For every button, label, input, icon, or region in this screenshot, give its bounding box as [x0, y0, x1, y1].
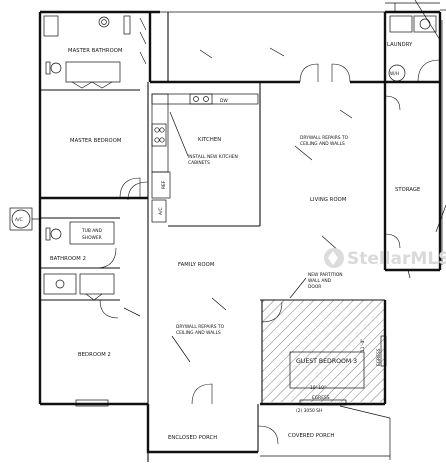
label-storage: STORAGE: [395, 187, 420, 193]
top-structure: [160, 0, 446, 265]
note-drywall-living-line1: DRYWALL REPAIRS TO: [300, 135, 349, 141]
label-covered-porch: COVERED PORCH: [288, 433, 334, 439]
label-tub-line1: TUB AND: [81, 228, 103, 234]
label-enclosed-porch: ENCLOSED PORCH: [168, 435, 217, 441]
bedroom-2: BEDROOM 2: [75, 352, 111, 407]
partition-note: NEW PARTITION WALL AND DOOR: [289, 272, 343, 299]
exterior-walls: [38, 10, 442, 406]
note-drywall-family-line1: DRYWALL REPAIRS TO: [176, 324, 225, 330]
bathroom-2: TUB AND SHOWER BATHROOM 2: [40, 217, 120, 319]
label-bathroom-2: BATHROOM 2: [50, 256, 86, 262]
label-living-room: LIVING ROOM: [310, 197, 346, 203]
label-laundry: LAUNDRY: [387, 42, 413, 48]
label-master-bedroom: MASTER BEDROOM: [70, 138, 122, 144]
label-family-room: FAMILY ROOM: [178, 262, 214, 268]
watermark-logo-icon: [324, 248, 344, 268]
ac-unit: A/C: [9, 207, 40, 231]
porches: ENCLOSED PORCH COVERED PORCH: [146, 404, 391, 462]
note-egress-bottom: EGRESS: [312, 395, 330, 401]
laundry: W/H LAUNDRY: [387, 15, 441, 83]
label-ac-unit: A/C: [15, 217, 23, 223]
dim-guest: 10'-10": [310, 385, 326, 391]
kitchen: DW REF A/C KITCHEN INSTALL NEW KITCHEN C…: [151, 47, 285, 227]
master-bedroom: MASTER BEDROOM: [40, 82, 149, 404]
label-guest-bedroom-3: GUEST BEDROOM 3: [296, 358, 357, 365]
label-tub-line2: SHOWER: [82, 235, 102, 241]
label-ref: REF: [161, 180, 167, 189]
label-bedroom-2: BEDROOM 2: [78, 352, 111, 358]
watermark: StellarMLS: [324, 248, 446, 269]
label-ac-closet: A/C: [158, 207, 164, 215]
storage: STORAGE: [395, 187, 420, 279]
note-partition-line1: NEW PARTITION: [308, 272, 343, 278]
note-kitchen-cabinets-line1: INSTALL NEW KITCHEN: [188, 154, 238, 160]
watermark-text: StellarMLS: [347, 249, 446, 269]
note-partition-line3: DOOR: [308, 284, 321, 290]
note-egress-side: EGRESS: [376, 348, 382, 366]
guest-bedroom-3: GUEST BEDROOM 3 10'-10" 11'-4" EGRESS EG…: [260, 299, 391, 419]
family-room: FAMILY ROOM DRYWALL REPAIRS TO CEILING A…: [123, 181, 227, 405]
label-master-bathroom: MASTER BATHROOM: [68, 48, 123, 54]
note-partition-line2: WALL AND: [308, 278, 332, 284]
note-drywall-family-line2: CEILING AND WALLS: [176, 330, 221, 336]
label-kitchen: KITCHEN: [198, 137, 221, 143]
note-kitchen-cabinets-line2: CABINETS: [188, 160, 210, 166]
label-wh: W/H: [390, 71, 399, 77]
label-dw: DW: [220, 98, 228, 104]
note-window-spec: (2) 3050 SH: [296, 408, 322, 414]
master-bathroom: MASTER BATHROOM: [40, 15, 147, 91]
dim-guest-side: 11'-4": [360, 339, 366, 352]
note-drywall-living-line2: CEILING AND WALLS: [300, 141, 345, 147]
